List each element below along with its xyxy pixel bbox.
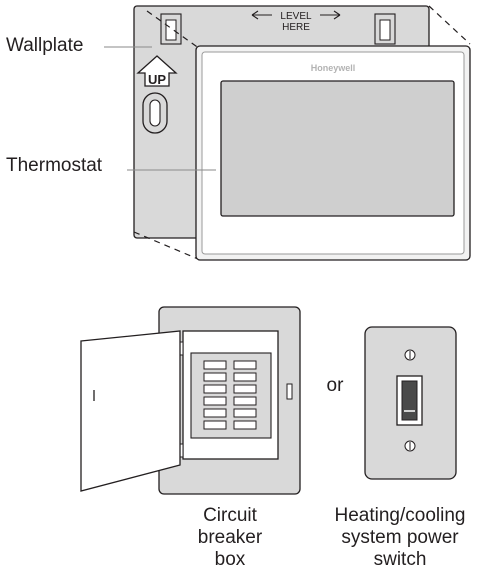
breaker-switch xyxy=(233,384,257,394)
breaker-switch xyxy=(233,396,257,406)
breaker-panel xyxy=(190,352,272,439)
switch-toggle xyxy=(401,380,418,421)
breaker-switch xyxy=(203,384,227,394)
breaker-switch xyxy=(203,408,227,418)
power-switch-caption: Heating/cooling system power switch xyxy=(320,505,480,571)
breaker-switch xyxy=(233,372,257,382)
breaker-switch xyxy=(203,360,227,370)
thermostat: Honeywell xyxy=(195,45,471,261)
up-arrow-icon: UP xyxy=(136,55,178,87)
breaker-box-caption-line: box xyxy=(214,549,246,570)
breaker-box xyxy=(80,306,301,495)
wallplate-clip-right xyxy=(374,13,396,45)
breaker-box-caption-line: breaker xyxy=(197,527,263,548)
breaker-switches xyxy=(203,360,257,430)
breaker-switch xyxy=(203,420,227,430)
breaker-switch xyxy=(203,396,227,406)
level-here-line1: LEVEL xyxy=(280,11,312,22)
breaker-box-caption-line: Circuit xyxy=(203,505,257,526)
screw-icon xyxy=(404,440,416,452)
power-switch-caption-line: system power xyxy=(341,527,459,548)
screw-icon xyxy=(404,349,416,361)
wallplate-callout: Wallplate xyxy=(6,35,84,56)
level-here-line2: HERE xyxy=(282,22,310,33)
breaker-switch xyxy=(203,372,227,382)
alignment-lines xyxy=(133,5,471,260)
or-connector: or xyxy=(327,375,345,396)
wallplate-clip-left xyxy=(160,13,182,45)
breaker-switch xyxy=(233,360,257,370)
power-switch-caption-line: switch xyxy=(373,549,427,570)
wallplate-slot xyxy=(142,92,168,134)
breaker-switch xyxy=(233,420,257,430)
power-switch-caption-line: Heating/cooling xyxy=(334,505,466,526)
breaker-box-caption: Circuit breaker box xyxy=(170,505,290,571)
power-switch xyxy=(364,326,457,480)
breaker-door xyxy=(80,330,181,492)
level-arrow-icon xyxy=(251,10,341,20)
up-arrow-label: UP xyxy=(148,72,166,87)
thermostat-brand: Honeywell xyxy=(311,63,356,73)
thermostat-callout: Thermostat xyxy=(6,155,103,176)
breaker-switch xyxy=(233,408,257,418)
thermostat-screen xyxy=(220,80,455,217)
breaker-box-latch xyxy=(286,383,293,400)
